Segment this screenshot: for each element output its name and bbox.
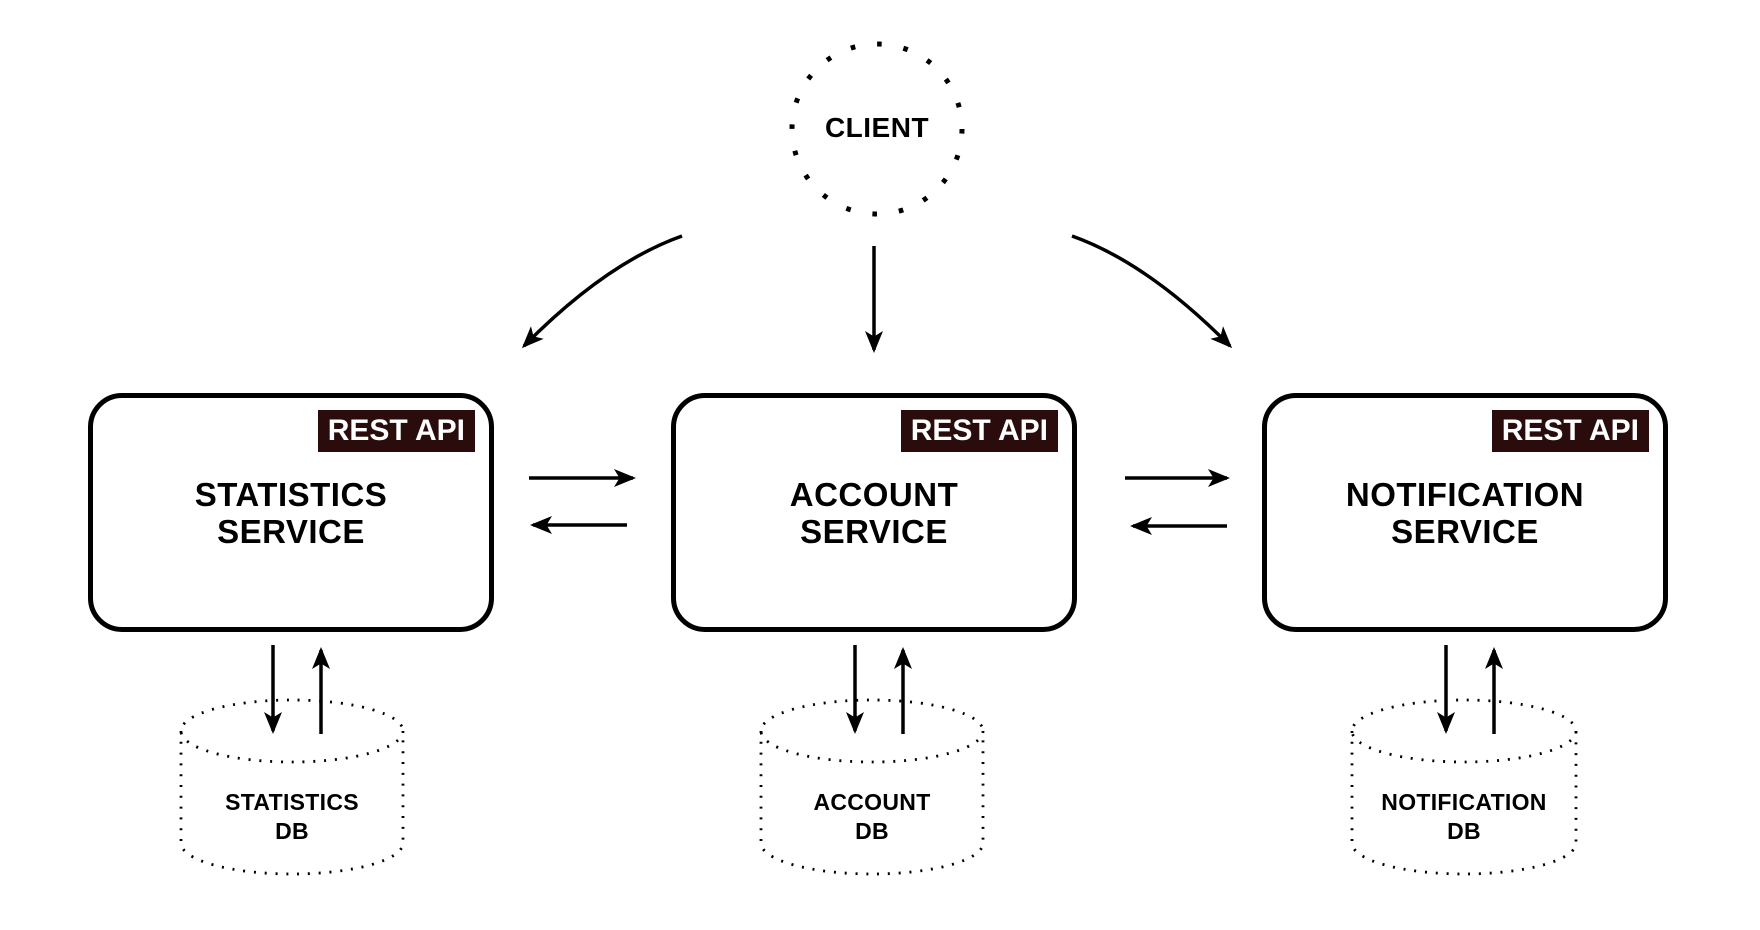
cylinder-body: [759, 731, 985, 876]
statistics-db-cylinder: [179, 698, 405, 876]
rest-api-badge: REST API: [1491, 410, 1649, 452]
service-label-account: ACCOUNT SERVICE: [789, 475, 959, 550]
client-to-statistics-arrow: [521, 234, 683, 349]
db-label-account: ACCOUNT DB: [813, 789, 931, 844]
cylinder-top: [1350, 698, 1578, 764]
cylinder-top: [759, 698, 985, 764]
service-label-notification: NOTIFICATION SERVICE: [1345, 475, 1585, 550]
cylinder-top: [179, 698, 405, 764]
client-to-notification-arrow: [1071, 234, 1233, 349]
db-label-statistics: STATISTICS DB: [225, 789, 359, 844]
client-label: CLIENT: [824, 112, 930, 143]
account-db-cylinder: [759, 698, 985, 876]
client-circle: [789, 41, 965, 217]
rest-api-badge: REST API: [317, 410, 475, 452]
service-node-statistics: REST API STATISTICS SERVICE: [88, 393, 494, 632]
rest-api-badge: REST API: [900, 410, 1058, 452]
service-node-account: REST API ACCOUNT SERVICE: [671, 393, 1077, 632]
notification-db-cylinder: [1350, 698, 1578, 876]
service-node-notification: REST API NOTIFICATION SERVICE: [1262, 393, 1668, 632]
service-label-statistics: STATISTICS SERVICE: [194, 475, 388, 550]
cylinder-body: [179, 731, 405, 876]
db-label-notification: NOTIFICATION DB: [1381, 789, 1547, 844]
